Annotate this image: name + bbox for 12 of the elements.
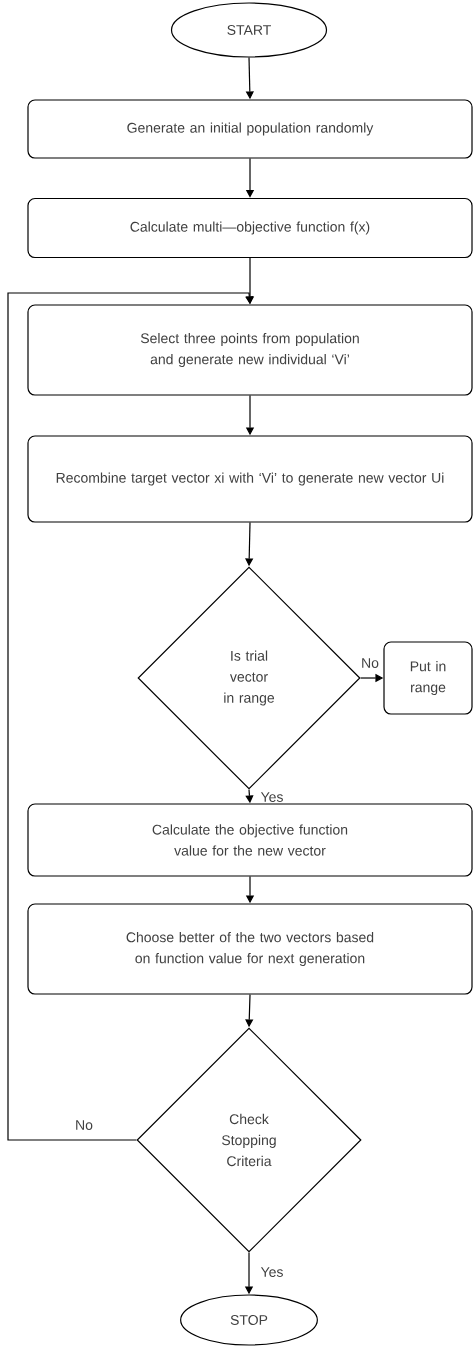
edge-label: Yes: [260, 792, 283, 802]
edge-label: Yes: [260, 1267, 283, 1277]
process-box: Calculate the objective function value for the new vector: [27, 803, 473, 877]
process-box: Select three points from population and generate new individual ‘Vi’: [27, 304, 473, 396]
process-box: Calculate multi—objective function f(x): [27, 197, 473, 259]
process-box: Put in range: [383, 641, 473, 715]
arrow: [7, 292, 254, 1141]
edge-label: No: [76, 1120, 93, 1130]
process-box: Generate an initial population randomly: [27, 99, 473, 159]
process-box: Recombine target vector xi with ‘Vi’ to generate new vector Ui: [27, 435, 473, 523]
edge-label: No: [362, 658, 379, 668]
process-box: Choose better of the two vectors based on function value for next generation: [27, 903, 473, 995]
